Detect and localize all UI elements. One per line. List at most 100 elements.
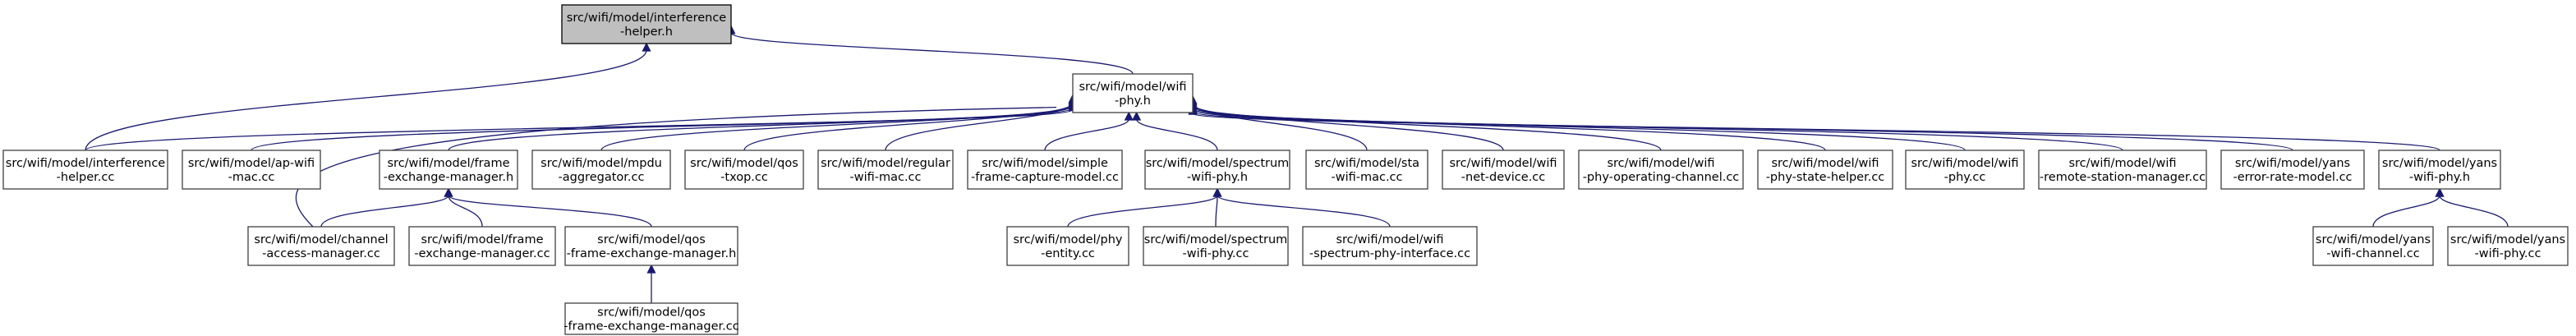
node-label-line: src/wifi/model/spectrum <box>1144 233 1288 246</box>
dependency-edge <box>1188 98 1662 151</box>
edge-line <box>1192 102 1368 151</box>
edge-line <box>743 103 1074 151</box>
dependency-edge <box>600 96 1078 151</box>
edge-line <box>1192 108 1966 151</box>
file-node[interactable]: src/wifi/model/qos-txop.cc <box>684 150 804 190</box>
file-node[interactable]: src/wifi/model/qos-frame-exchange-manage… <box>564 226 738 266</box>
node-box <box>1905 150 2025 190</box>
file-node[interactable]: src/wifi/model/yans-wifi-channel.cc <box>2312 226 2434 266</box>
edge-line <box>2372 195 2440 228</box>
dependency-edge <box>885 94 1078 151</box>
node-box <box>564 302 738 335</box>
edge-line <box>448 195 652 228</box>
node-label-line: src/wifi/model/wifi <box>1607 157 1714 170</box>
file-node[interactable]: src/wifi/model/sta-wifi-mac.cc <box>1305 150 1428 190</box>
node-box <box>1757 150 1893 190</box>
file-node[interactable]: src/wifi/model/regular-wifi-mac.cc <box>817 150 954 190</box>
node-label-line: src/wifi/model/regular <box>821 157 950 170</box>
edge-line <box>85 49 647 151</box>
file-node[interactable]: src/wifi/model/spectrum-wifi-phy.h <box>1144 150 1290 190</box>
dependency-edge <box>1067 187 1222 228</box>
node-box <box>1072 73 1194 113</box>
node-label-line: src/wifi/model/yans <box>2450 233 2565 246</box>
node-label-line: src/wifi/model/yans <box>2235 157 2350 170</box>
dependency-edge <box>726 25 1134 75</box>
node-box <box>247 226 395 266</box>
file-node[interactable]: src/wifi/model/wifi-remote-station-manag… <box>2038 150 2207 190</box>
node-label-line: -txop.cc <box>720 171 768 184</box>
node-label-line: -phy.cc <box>1944 171 1986 184</box>
edge-line <box>85 108 1074 151</box>
node-box <box>967 150 1123 190</box>
node-box <box>379 150 518 190</box>
edge-line <box>1192 105 1662 151</box>
file-node[interactable]: src/wifi/model/yans-error-rate-model.cc <box>2220 150 2365 190</box>
node-label-line: src/wifi/model/yans <box>2382 157 2497 170</box>
arrowhead-icon <box>1132 111 1142 121</box>
file-node[interactable]: src/wifi/model/spectrum-wifi-phy.cc <box>1143 226 1289 266</box>
node-label-line: -exchange-manager.cc <box>414 247 550 260</box>
node-label-line: -access-manager.cc <box>262 247 380 260</box>
node-label-line: -phy.h <box>1115 94 1151 108</box>
node-label-line: src/wifi/model/spectrum <box>1146 157 1290 170</box>
file-node[interactable]: src/wifi/model/ap-wifi-mac.cc <box>182 150 321 190</box>
node-label-line: src/wifi/model/mpdu <box>540 157 662 170</box>
node-label-line: -phy-state-helper.cc <box>1766 171 1885 184</box>
dependency-edge <box>1212 187 1391 228</box>
file-node[interactable]: src/wifi/model/phy-entity.cc <box>1006 226 1129 266</box>
file-node[interactable]: src/wifi/model/yans-wifi-phy.h <box>2378 150 2501 190</box>
file-node[interactable]: src/wifi/model/frame-exchange-manager.cc <box>408 226 556 266</box>
file-node[interactable]: src/wifi/model/qos-frame-exchange-manage… <box>564 302 739 335</box>
node-label-line: src/wifi/model/interference <box>567 12 727 25</box>
node-box <box>1302 226 1478 266</box>
node-label-line: src/wifi/model/interference <box>6 157 166 170</box>
file-node[interactable]: src/wifi/model/frame-exchange-manager.h <box>379 150 518 190</box>
node-box <box>817 150 954 190</box>
node-label-line: -wifi-channel.cc <box>2326 247 2419 260</box>
node-box <box>408 226 556 266</box>
node-box <box>2 150 168 190</box>
node-label-line: -wifi-mac.cc <box>849 171 921 184</box>
node-box <box>1578 150 1744 190</box>
file-node[interactable]: src/wifi/model/wifi-phy.cc <box>1905 150 2025 190</box>
file-node[interactable]: src/wifi/model/wifi-phy.h <box>1072 73 1194 113</box>
edge-line <box>1192 113 2440 151</box>
dependency-edge <box>2372 187 2445 228</box>
node-box <box>561 4 732 44</box>
file-node[interactable]: src/wifi/model/interference-helper.cc <box>2 150 168 190</box>
edge-line <box>1067 195 1218 228</box>
dependency-edge <box>1188 94 1368 151</box>
node-label-line: -spectrum-phy-interface.cc <box>1309 247 1470 260</box>
file-node[interactable]: src/wifi/model/wifi-phy-state-helper.cc <box>1757 150 1893 190</box>
file-node[interactable]: src/wifi/model/wifi-net-device.cc <box>1442 150 1565 190</box>
node-box <box>2378 150 2501 190</box>
file-node[interactable]: src/wifi/model/channel-access-manager.cc <box>247 226 395 266</box>
node-box <box>182 150 321 190</box>
edge-line <box>600 104 1074 151</box>
edge-line <box>1215 195 1218 228</box>
node-box <box>2038 150 2207 190</box>
node-label-line: -wifi-phy.cc <box>1183 247 1249 260</box>
node-label-line: src/wifi/model/sta <box>1314 157 1419 170</box>
node-box <box>1006 226 1129 266</box>
node-label-line: -wifi-mac.cc <box>1331 171 1402 184</box>
edge-line <box>730 32 1134 75</box>
node-label-line: src/wifi/model/wifi <box>1911 157 2018 170</box>
file-node[interactable]: src/wifi/model/wifi-phy-operating-channe… <box>1578 150 1744 190</box>
file-node[interactable]: src/wifi/model/mpdu-aggregator.cc <box>531 150 671 190</box>
file-node[interactable]: src/wifi/model/yans-wifi-phy.cc <box>2447 226 2569 266</box>
node-label-line: src/wifi/model/ap-wifi <box>188 157 315 170</box>
node-label-line: -frame-capture-model.cc <box>971 171 1119 184</box>
arrowhead-icon <box>1212 187 1222 197</box>
file-node[interactable]: src/wifi/model/wifi-spectrum-phy-interfa… <box>1302 226 1478 266</box>
node-box <box>531 150 671 190</box>
node-label-line: src/wifi/model/qos <box>690 157 798 170</box>
edge-line <box>885 101 1074 151</box>
file-node[interactable]: src/wifi/model/simple-frame-capture-mode… <box>967 150 1123 190</box>
node-label-line: -phy-operating-channel.cc <box>1583 171 1740 184</box>
node-box <box>1442 150 1565 190</box>
node-label-line: src/wifi/model/phy <box>1014 233 1123 246</box>
dependency-edge <box>1044 111 1134 151</box>
edge-line <box>1044 118 1129 151</box>
